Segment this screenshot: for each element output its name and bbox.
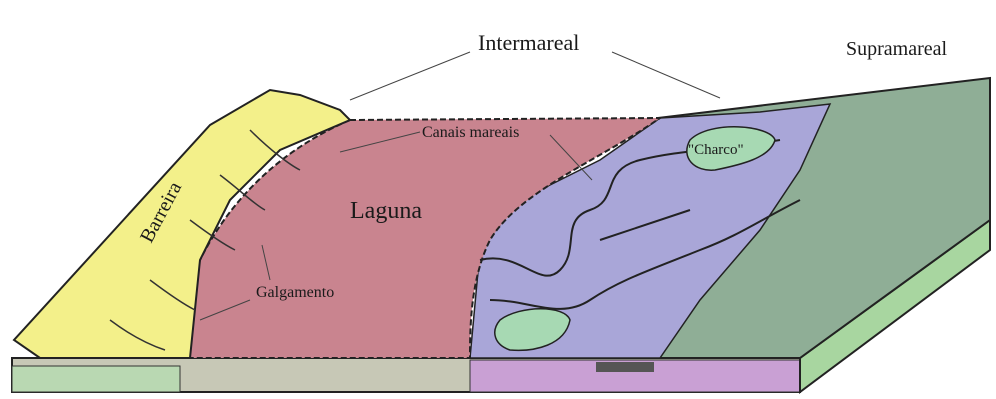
hatched-layer — [596, 362, 654, 372]
label-laguna: Laguna — [350, 198, 422, 225]
label-charco: "Charco" — [688, 142, 744, 159]
label-canais-mareais: Canais mareais — [422, 124, 519, 142]
base-left-strata — [12, 366, 180, 392]
label-intermareal: Intermareal — [478, 30, 579, 56]
label-galgamento: Galgamento — [256, 284, 334, 302]
label-supramareal: Supramareal — [846, 38, 947, 61]
